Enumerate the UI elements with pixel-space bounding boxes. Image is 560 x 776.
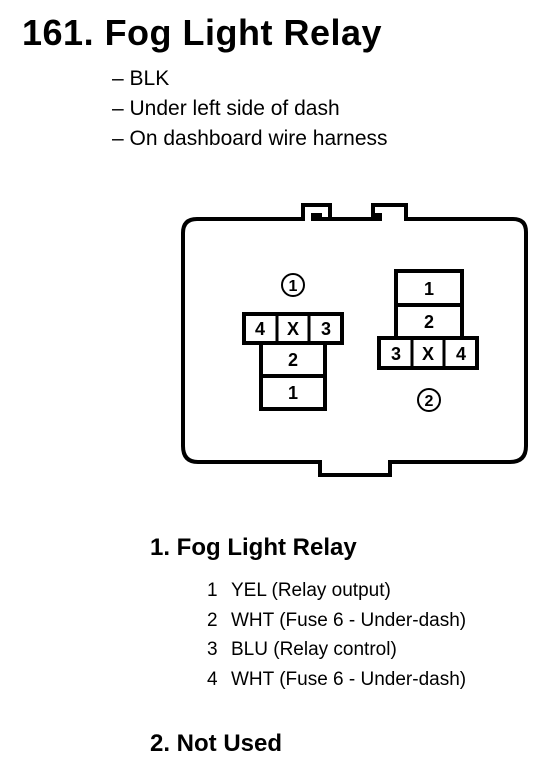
- pin-number: 1: [207, 580, 218, 601]
- pin-number: 4: [207, 668, 218, 690]
- section-heading-fog-light-relay: 1. Fog Light Relay: [150, 534, 357, 561]
- pin-number: 3: [207, 639, 218, 660]
- connector-2-pin-x: X: [422, 344, 434, 364]
- connector-1-pin-x: X: [287, 319, 299, 339]
- connector-1-pin-1: 1: [288, 383, 298, 403]
- connector-2-label-circle: [417, 388, 441, 412]
- note-color: – BLK: [112, 67, 170, 90]
- connector-2-pin-4: 4: [456, 344, 466, 364]
- connector-1-pin-3: 3: [321, 319, 331, 339]
- page-title: 161. Fog Light Relay: [22, 12, 383, 53]
- pin-row: 1 YEL (Relay output): [207, 576, 466, 606]
- pin-row: 4 WHT (Fuse 6 - Under-dash): [207, 665, 466, 695]
- connector-1-pin-4: 4: [255, 319, 265, 339]
- pin-description: YEL (Relay output): [231, 580, 391, 601]
- connector-1-label-circle: [281, 273, 305, 297]
- connector-1: 1 4 X 3 2 1: [242, 273, 344, 411]
- section-heading-not-used: 2. Not Used: [150, 730, 283, 757]
- note-harness: – On dashboard wire harness: [112, 127, 388, 150]
- pin-description: WHT (Fuse 6 - Under-dash): [231, 609, 467, 631]
- connector-1-pin-2: 2: [288, 350, 298, 370]
- connector-2-pin-1: 1: [424, 279, 434, 299]
- connector-1-label: 1: [289, 278, 298, 295]
- relay-notes: – BLK – Under left side of dash – On das…: [112, 64, 388, 154]
- connector-2-pin-2: 2: [424, 312, 434, 332]
- connector-2-bottom-row-frame: [377, 336, 479, 370]
- pin-row: 3 BLU (Relay control): [207, 635, 466, 665]
- connector-1-pin-1-cell: [259, 374, 327, 411]
- pin-row: 2 WHT (Fuse 6 - Under-dash): [207, 606, 466, 636]
- relay-housing-outline: [181, 203, 528, 477]
- connector-2-label: 2: [425, 393, 434, 410]
- connector-2: 1 2 3 X 4 2: [377, 269, 479, 412]
- pin-description: WHT (Fuse 6 - Under-dash): [231, 668, 467, 690]
- note-location: – Under left side of dash: [112, 97, 340, 120]
- pin-description: BLU (Relay control): [231, 639, 397, 660]
- pin-number: 2: [207, 609, 218, 631]
- connector-2-pin-3: 3: [391, 344, 401, 364]
